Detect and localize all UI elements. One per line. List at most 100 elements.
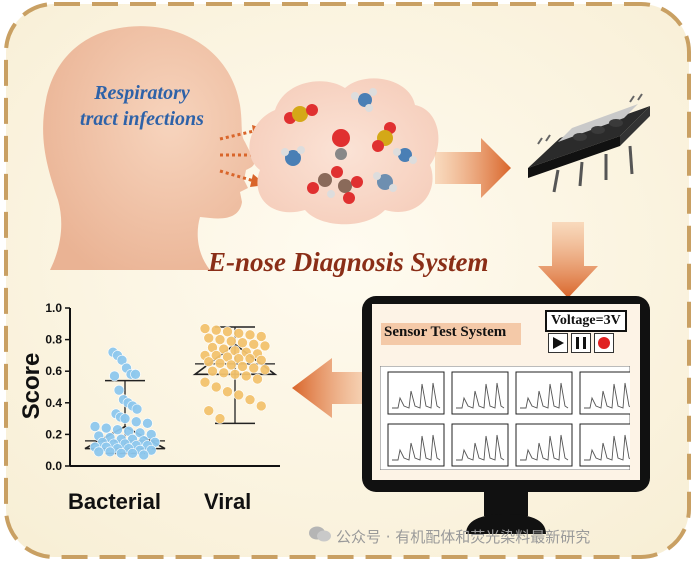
- sensor-graph: [515, 423, 573, 467]
- data-point: [116, 354, 128, 366]
- sensor-graph: [387, 423, 445, 467]
- data-point: [145, 444, 157, 456]
- data-point: [89, 421, 101, 432]
- voc-cloud: [249, 78, 439, 225]
- data-point: [255, 331, 267, 342]
- data-point: [210, 324, 222, 336]
- score-violin-chart: 0.0 0.2 0.4 0.6 0.8 1.0: [45, 301, 280, 473]
- data-point: [207, 365, 218, 377]
- data-point: [203, 405, 215, 416]
- data-point: [244, 394, 256, 405]
- play-icon: [553, 337, 564, 349]
- arrow-to-chip: [435, 138, 511, 198]
- data-point: [203, 356, 215, 368]
- data-point: [214, 358, 226, 369]
- data-point: [138, 449, 150, 461]
- sensor-graph: [579, 371, 630, 415]
- data-point: [218, 367, 230, 379]
- y-tick-label: 0.0: [45, 459, 62, 473]
- sensor-graph: [515, 371, 573, 415]
- molecule-8: [373, 172, 397, 192]
- data-point: [214, 334, 226, 345]
- pause-icon: [576, 337, 586, 349]
- data-point: [93, 446, 105, 458]
- data-point: [113, 384, 125, 396]
- data-point: [119, 413, 131, 424]
- arrow-to-monitor: [538, 222, 598, 298]
- data-point: [100, 422, 112, 434]
- data-point: [142, 418, 153, 429]
- y-tick-label: 0.8: [45, 333, 62, 347]
- data-point: [199, 323, 211, 334]
- voltage-display: Voltage=3V: [545, 310, 627, 332]
- sensor-graph: [387, 371, 445, 415]
- wechat-icon: [308, 525, 332, 543]
- data-point: [233, 389, 245, 401]
- y-tick-label: 0.4: [45, 396, 62, 410]
- data-point: [130, 369, 141, 380]
- data-point: [244, 329, 256, 341]
- molecule-1: [284, 104, 318, 124]
- data-point: [115, 448, 127, 459]
- data-point: [109, 370, 120, 382]
- molecule-4: [332, 129, 350, 160]
- data-point: [104, 446, 116, 458]
- sensor-panel-header: [381, 323, 521, 345]
- data-point: [259, 340, 271, 352]
- y-axis-label: Score: [18, 352, 45, 420]
- data-point: [225, 359, 237, 371]
- sensor-graph-grid: [380, 366, 630, 470]
- data-point: [237, 361, 248, 372]
- data-point: [229, 369, 241, 380]
- sensor-graph: [451, 371, 509, 415]
- face-silhouette: [43, 26, 255, 270]
- sensor-panel-title: Sensor Test System: [384, 324, 507, 340]
- data-point: [131, 403, 143, 415]
- data-point: [225, 335, 237, 347]
- data-point: [203, 332, 215, 344]
- y-tick-label: 0.6: [45, 364, 62, 378]
- molecule-5: [281, 146, 305, 166]
- y-tick-label: 1.0: [45, 301, 62, 315]
- series-bacterial: [84, 346, 166, 461]
- data-point: [259, 364, 271, 375]
- data-point: [252, 373, 263, 385]
- y-tick-label: 0.2: [45, 427, 62, 441]
- record-button[interactable]: [594, 333, 614, 353]
- infection-label-line1: Respiratory: [94, 82, 190, 104]
- sensor-graph: [579, 423, 630, 467]
- data-point: [127, 448, 138, 459]
- series-viral: [192, 323, 278, 425]
- data-point: [214, 413, 226, 424]
- watermark-text: 公众号 · 有机配体和荧光染料最新研究: [336, 528, 591, 546]
- data-point: [255, 354, 267, 366]
- data-point: [233, 327, 245, 339]
- molecule-2: [351, 88, 377, 112]
- molecule-3: [372, 122, 396, 152]
- data-point: [210, 381, 222, 393]
- sensor-graph: [451, 423, 509, 467]
- molecule-6: [393, 148, 417, 164]
- data-point: [222, 326, 233, 338]
- data-point: [255, 400, 267, 412]
- data-point: [222, 386, 233, 398]
- data-point: [130, 416, 142, 428]
- pause-button[interactable]: [571, 333, 591, 353]
- data-point: [112, 424, 123, 435]
- infection-label: Respiratory tract infections: [62, 80, 222, 132]
- data-point: [199, 376, 211, 388]
- play-button[interactable]: [548, 333, 568, 353]
- arrow-to-chart: [292, 358, 378, 418]
- data-point: [248, 362, 260, 374]
- data-point: [237, 337, 248, 349]
- x-label-viral: Viral: [204, 489, 252, 514]
- record-icon: [598, 337, 610, 349]
- system-title: E-nose Diagnosis System: [208, 247, 489, 277]
- data-point: [248, 339, 260, 350]
- infection-label-line2: tract infections: [80, 108, 204, 130]
- data-point: [240, 370, 252, 382]
- sensor-chip: [528, 93, 650, 193]
- x-label-bacterial: Bacterial: [68, 489, 161, 514]
- molecule-7: [307, 166, 363, 204]
